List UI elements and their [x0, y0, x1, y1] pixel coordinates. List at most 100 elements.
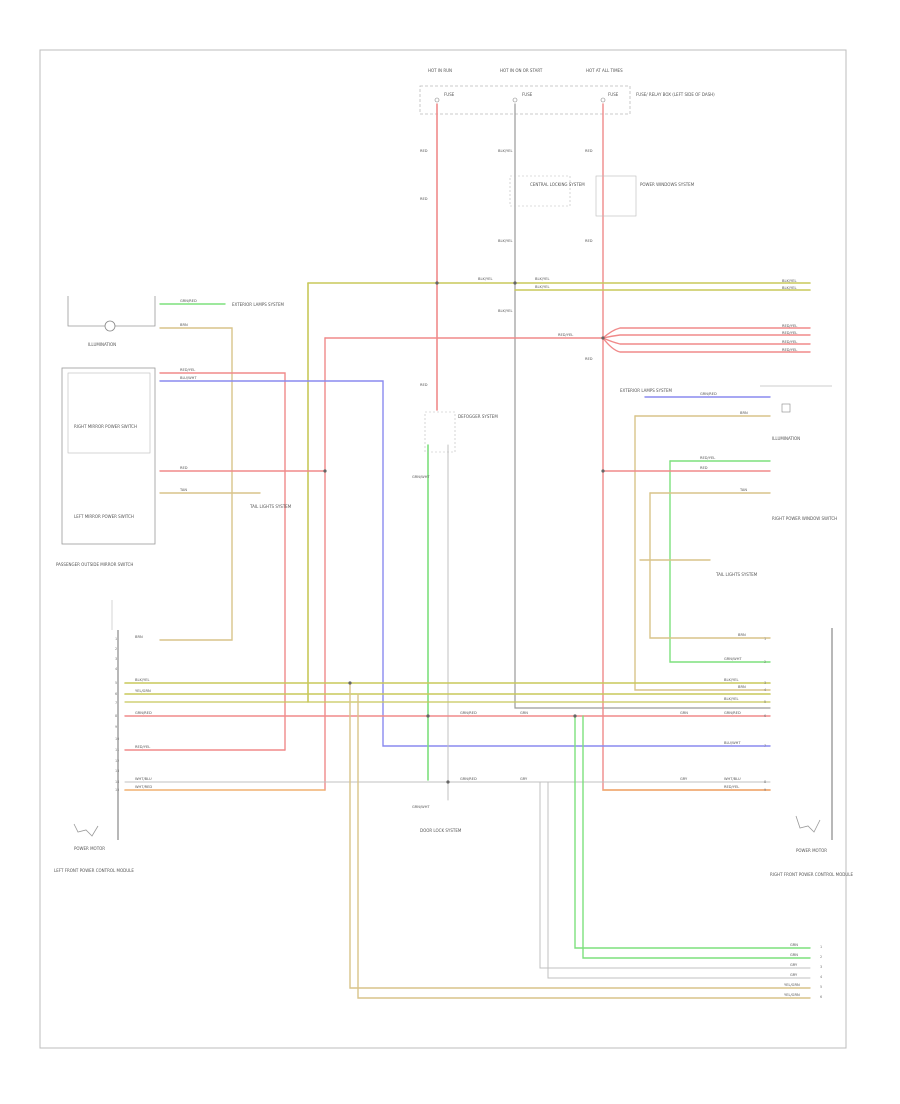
- svg-text:BRN: BRN: [738, 633, 746, 637]
- svg-text:3: 3: [764, 681, 766, 685]
- right-control-module: 1 2 3 4 5 6 7 8 9 POWER MOTOR RIGHT FRON…: [764, 628, 853, 877]
- svg-text:5: 5: [764, 700, 766, 704]
- svg-text:GRN: GRN: [520, 711, 528, 715]
- right-switch-label: RIGHT POWER WINDOW SWITCH: [772, 516, 837, 521]
- svg-text:BLK/YEL: BLK/YEL: [782, 286, 797, 290]
- left-switch-block: ILLUMINATION RIGHT MIRROR POWER SWITCH L…: [56, 296, 292, 567]
- right-module-label: RIGHT FRONT POWER CONTROL MODULE: [770, 872, 853, 877]
- svg-text:FUSE: FUSE: [444, 92, 455, 97]
- svg-text:RED: RED: [700, 466, 708, 470]
- motor-icon-left: [73, 823, 99, 837]
- svg-text:GRN/RED: GRN/RED: [135, 711, 152, 715]
- svg-text:GRN/WHT: GRN/WHT: [412, 475, 430, 479]
- power-windows-label: POWER WINDOWS SYSTEM: [640, 182, 695, 187]
- svg-text:5: 5: [820, 985, 822, 989]
- svg-text:RED: RED: [420, 197, 428, 201]
- svg-text:BLK/YEL: BLK/YEL: [498, 309, 513, 313]
- svg-text:12: 12: [115, 759, 119, 763]
- wire-labels-left: GRN/RED BRN RED/YEL BLU/WHT RED TAN BRN …: [135, 299, 197, 789]
- svg-text:RED/YEL: RED/YEL: [700, 456, 715, 460]
- svg-text:RED/YEL: RED/YEL: [724, 785, 739, 789]
- svg-text:GRN/RED: GRN/RED: [180, 299, 197, 303]
- door-lock-label: DOOR LOCK SYSTEM: [420, 828, 462, 833]
- svg-text:RED/YEL: RED/YEL: [782, 340, 797, 344]
- svg-text:BLK/YEL: BLK/YEL: [535, 277, 550, 281]
- svg-text:BLK/YEL: BLK/YEL: [135, 678, 150, 682]
- svg-text:GRN/RED: GRN/RED: [700, 392, 717, 396]
- tail-lights-left-label: TAIL LIGHTS SYSTEM: [249, 504, 292, 509]
- wires: [124, 103, 811, 999]
- svg-text:8: 8: [115, 714, 117, 718]
- svg-text:RED/YEL: RED/YEL: [782, 324, 797, 328]
- svg-text:GRN/RED: GRN/RED: [724, 711, 741, 715]
- svg-text:RED: RED: [180, 466, 188, 470]
- svg-text:RED/YEL: RED/YEL: [558, 333, 573, 337]
- svg-text:RED/YEL: RED/YEL: [180, 368, 195, 372]
- svg-text:TAN: TAN: [739, 488, 747, 492]
- svg-text:4: 4: [764, 688, 766, 692]
- fuse-header-left: HOT IN RUN: [428, 68, 452, 73]
- svg-text:BLK/YEL: BLK/YEL: [535, 285, 550, 289]
- central-locking-label: CENTRAL LOCKING SYSTEM: [530, 182, 585, 187]
- svg-text:YEL/GRN: YEL/GRN: [784, 993, 800, 997]
- svg-text:GRN/RED: GRN/RED: [460, 777, 477, 781]
- left-mirror-switch-label: LEFT MIRROR POWER SWITCH: [74, 514, 134, 519]
- left-motor-label: POWER MOTOR: [74, 846, 105, 851]
- svg-text:GRN: GRN: [790, 953, 798, 957]
- illumination-left-label: ILLUMINATION: [88, 342, 116, 347]
- svg-text:WHT/BLU: WHT/BLU: [724, 777, 741, 781]
- svg-text:GRN: GRN: [790, 943, 798, 947]
- center-components: RED RED BLK/YEL RED CENTRAL LOCKING SYST…: [412, 149, 695, 833]
- svg-text:RED: RED: [585, 149, 593, 153]
- left-switch-block-label: PASSENGER OUTSIDE MIRROR SWITCH: [56, 562, 133, 567]
- svg-text:TAN: TAN: [179, 488, 187, 492]
- fuse-header-right: HOT AT ALL TIMES: [586, 68, 623, 73]
- exterior-lamps-right-label: EXTERIOR LAMPS SYSTEM: [620, 388, 673, 393]
- splices: [323, 281, 605, 784]
- left-module-label: LEFT FRONT POWER CONTROL MODULE: [54, 868, 134, 873]
- svg-text:3: 3: [820, 965, 822, 969]
- svg-text:FUSE: FUSE: [608, 92, 619, 97]
- fuse-header-middle: HOT IN ON OR START: [500, 68, 543, 73]
- svg-text:4: 4: [115, 667, 117, 671]
- svg-text:RED/YEL: RED/YEL: [135, 745, 150, 749]
- svg-text:GRY: GRY: [680, 777, 688, 781]
- svg-text:14: 14: [115, 780, 119, 784]
- svg-text:6: 6: [115, 692, 117, 696]
- svg-text:GRY: GRY: [790, 973, 798, 977]
- right-mirror-switch-label: RIGHT MIRROR POWER SWITCH: [74, 424, 137, 429]
- left-control-module: 1 2 3 4 5 6 7 8 9 10 11 12 13 14 15 POWE…: [54, 600, 134, 873]
- svg-text:WHT/BLU: WHT/BLU: [135, 777, 152, 781]
- svg-text:6: 6: [820, 995, 822, 999]
- svg-text:GRY: GRY: [520, 777, 528, 781]
- svg-text:7: 7: [115, 701, 117, 705]
- svg-text:BLK/YEL: BLK/YEL: [478, 277, 493, 281]
- diagram-border: [39, 49, 847, 1049]
- svg-text:BLK/YEL: BLK/YEL: [724, 697, 739, 701]
- svg-text:RED/YEL: RED/YEL: [782, 331, 797, 335]
- exterior-lamps-label: EXTERIOR LAMPS SYSTEM: [232, 302, 285, 307]
- svg-text:10: 10: [115, 737, 119, 741]
- svg-text:GRN: GRN: [680, 711, 688, 715]
- svg-text:13: 13: [115, 769, 119, 773]
- svg-text:RED: RED: [420, 149, 428, 153]
- svg-text:8: 8: [764, 780, 766, 784]
- svg-text:BLU/WHT: BLU/WHT: [724, 741, 741, 745]
- fuse-block: HOT IN RUN HOT IN ON OR START HOT AT ALL…: [419, 68, 715, 115]
- svg-text:YEL/GRN: YEL/GRN: [135, 689, 151, 693]
- svg-text:BRN: BRN: [740, 411, 748, 415]
- svg-text:9: 9: [115, 725, 117, 729]
- svg-text:GRN/WHT: GRN/WHT: [412, 805, 430, 809]
- svg-text:7: 7: [764, 744, 766, 748]
- svg-text:2: 2: [820, 955, 822, 959]
- svg-text:1: 1: [764, 637, 766, 641]
- svg-text:2: 2: [115, 647, 117, 651]
- svg-text:9: 9: [764, 788, 766, 792]
- wire-labels-right-top: BLK/YEL BLK/YEL RED/YEL RED/YEL RED/YEL …: [782, 279, 797, 352]
- svg-text:BLU/WHT: BLU/WHT: [180, 376, 197, 380]
- defogger-label: DEFOGGER SYSTEM: [458, 414, 498, 419]
- svg-text:YEL/GRN: YEL/GRN: [784, 983, 800, 987]
- svg-text:RED: RED: [420, 383, 428, 387]
- svg-text:RED: RED: [585, 239, 593, 243]
